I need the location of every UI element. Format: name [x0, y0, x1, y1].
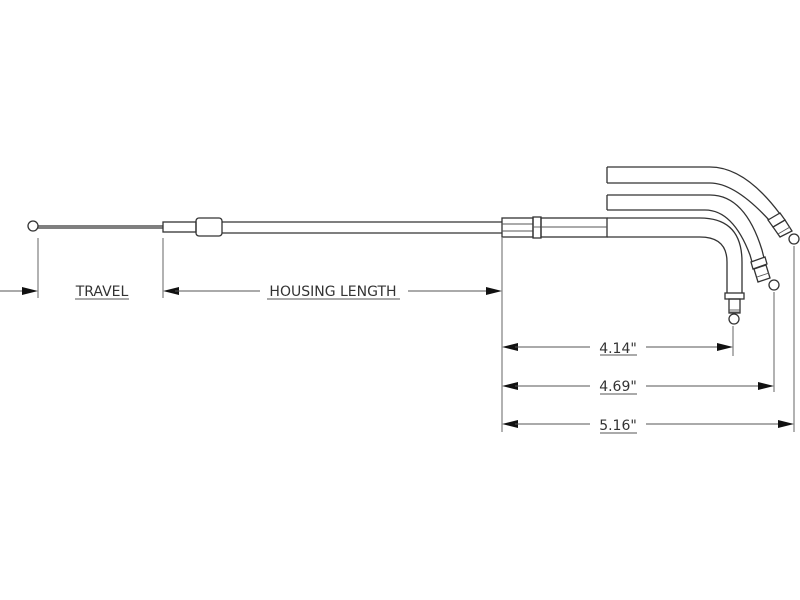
housing-ferrule — [195, 217, 223, 237]
dimension-4-14: 4.14" — [502, 341, 733, 357]
dimension-5-16: 5.16" — [502, 418, 794, 434]
travel-dimension: TRAVEL — [0, 284, 129, 300]
bent-tube-short — [607, 217, 745, 325]
dimension-label: 4.69" — [599, 379, 637, 395]
cable-end-ball — [27, 220, 39, 232]
wire-sleeve — [162, 221, 197, 233]
cable-wire — [27, 220, 163, 232]
bent-tube-medium — [606, 194, 780, 291]
travel-label: TRAVEL — [75, 284, 129, 300]
dimension-label: 5.16" — [599, 418, 637, 434]
housing-length-label: HOUSING LENGTH — [269, 284, 396, 300]
cable-housing — [222, 221, 502, 234]
dimension-label: 4.14" — [599, 341, 637, 357]
adjuster-fitting — [501, 216, 608, 239]
bent-tube-long — [606, 166, 800, 245]
dimension-4-69: 4.69" — [502, 379, 774, 395]
extension-lines — [37, 238, 795, 432]
housing-length-dimension: HOUSING LENGTH — [163, 284, 502, 300]
